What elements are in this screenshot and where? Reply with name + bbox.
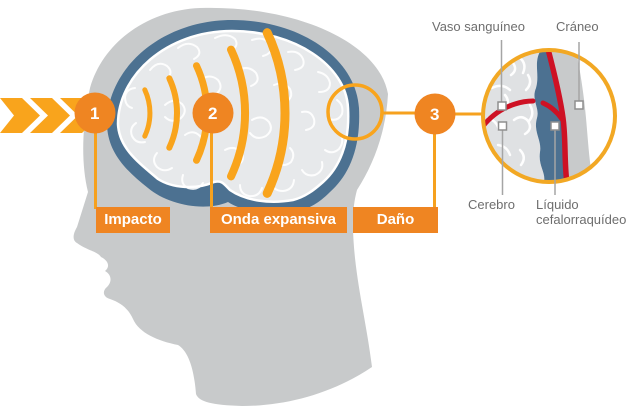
blast-wave-label: Onda expansiva [210,207,347,233]
shock-wave-arc [227,45,249,181]
impact-label: Impacto [96,207,170,233]
step-1-circle [74,92,116,134]
step-3-circle [414,93,456,135]
inset-skull [551,50,593,182]
shock-wave-arc [142,87,153,139]
inset-ring [481,48,617,184]
shock-wave-arc [262,28,290,198]
chevron-arrow-icon [0,98,40,133]
damage-label: Daño [353,207,438,233]
pointer-marker-cerebro [497,121,508,131]
inset-csf-band [534,50,567,182]
pointer-marker-craneo [574,100,584,110]
pointer-marker-liquido [550,121,560,131]
step-2-circle [192,92,234,134]
step-3-number: 3 [430,105,440,124]
chevron-arrow-icon [30,98,70,133]
magnifier-source-ring [326,83,384,141]
shock-wave-arcs [142,28,290,198]
blood-vessel-branch-left [483,98,536,129]
annotation-vaso-sanguineo: Vaso sanguíneo [432,19,525,34]
annotation-liquido-cefalorraquideo: Líquido cefalorraquídeo [536,197,627,227]
blood-vessel-branch-right [540,100,565,122]
shock-wave-arc [166,75,181,151]
annotation-cerebro: Cerebro [468,197,515,212]
pointer-marker-vaso [497,101,507,111]
step-2-number: 2 [208,104,218,123]
annotation-craneo: Cráneo [556,19,599,34]
step-1-number: 1 [90,104,100,123]
inset-magnified-view [483,50,615,182]
